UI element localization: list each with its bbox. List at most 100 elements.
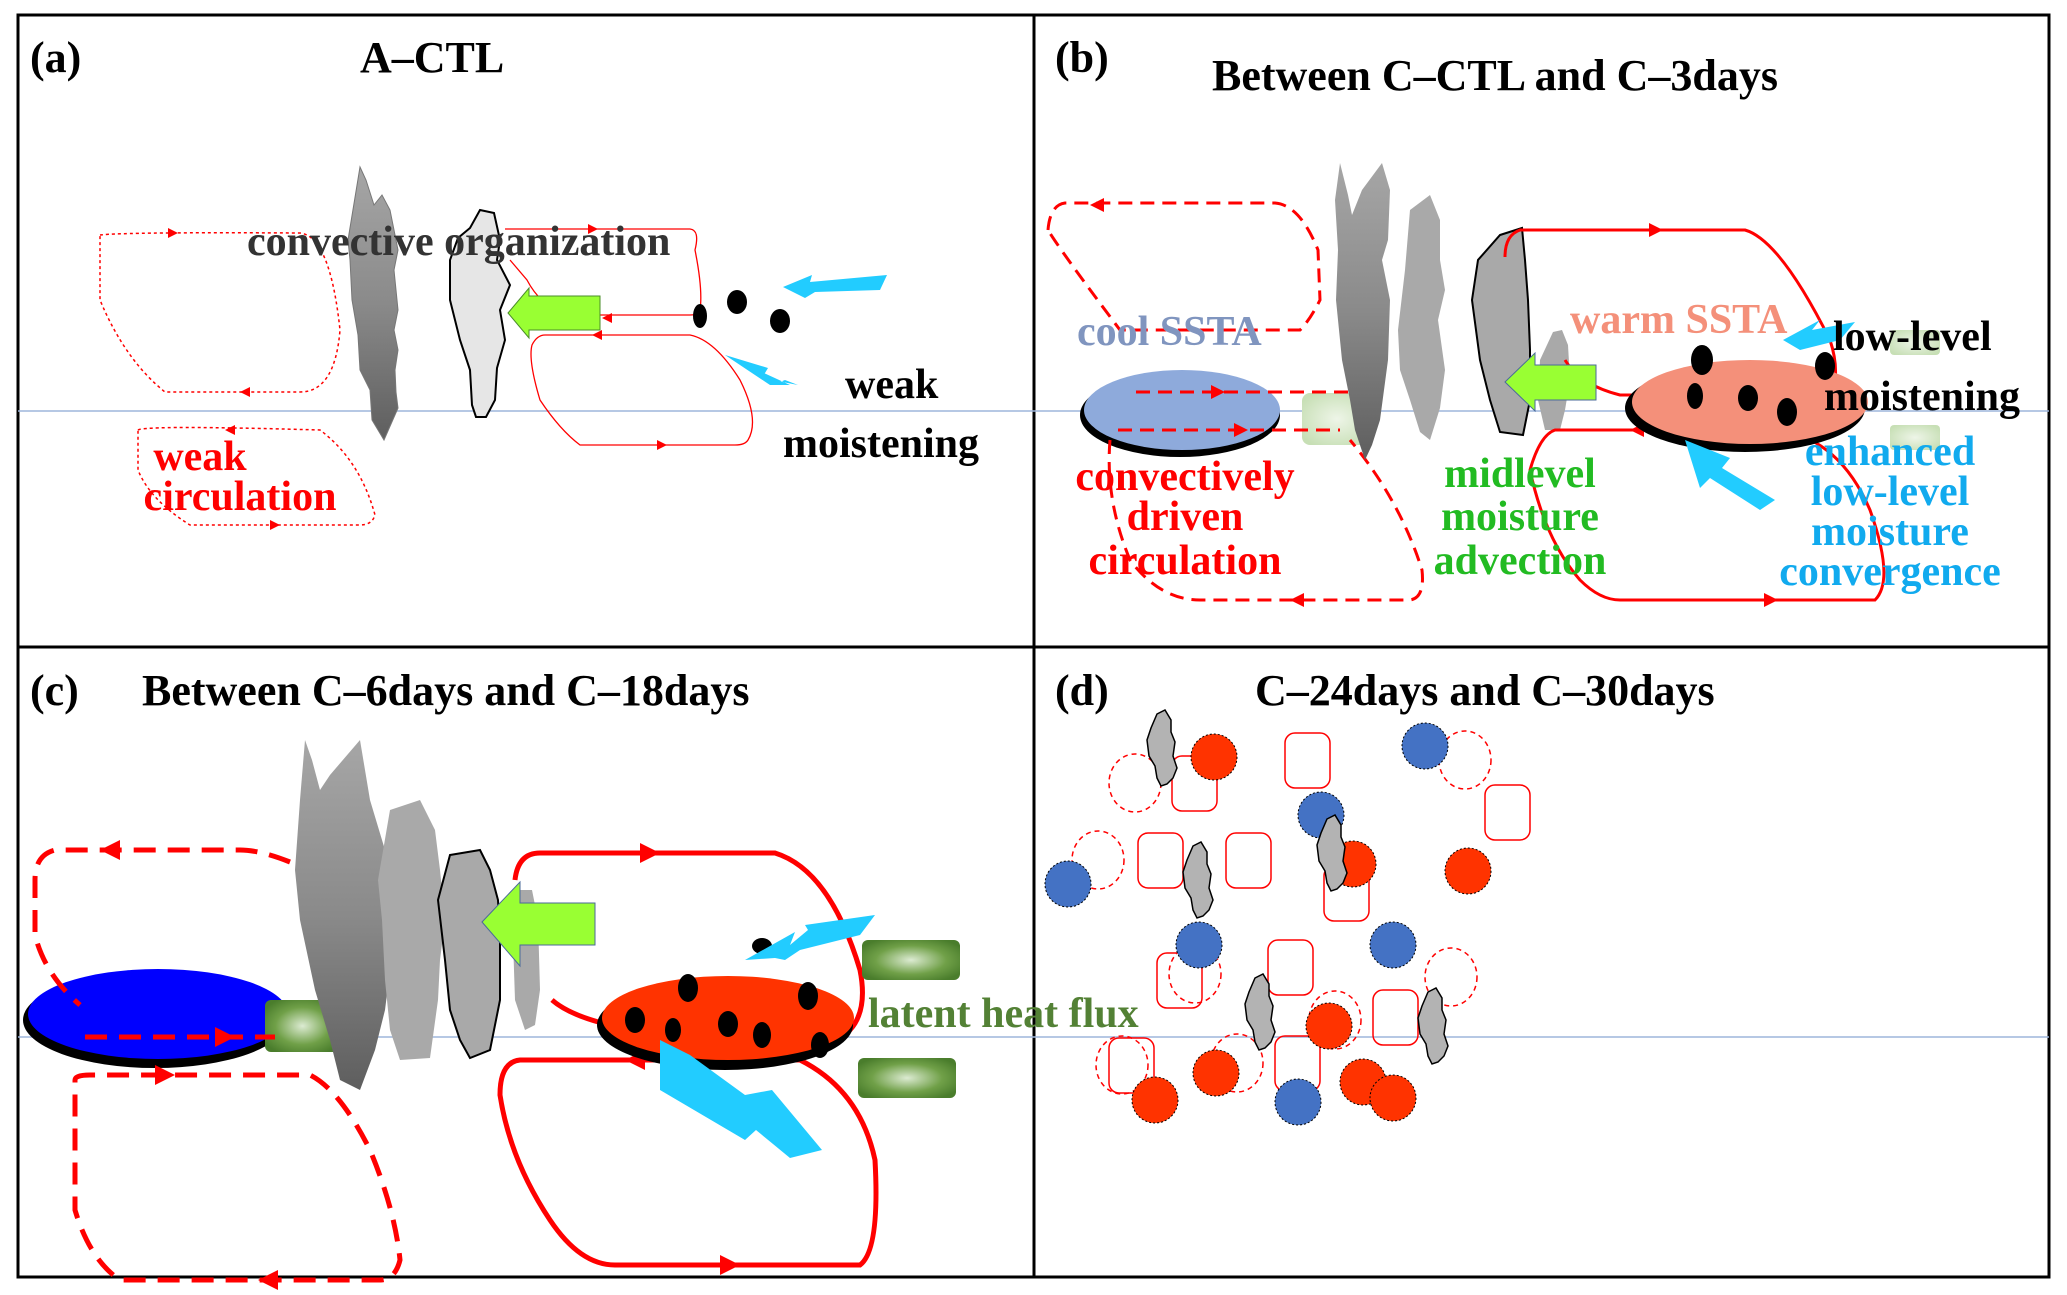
moisture-dot: [770, 309, 790, 333]
enhanced-label-2: low-level: [1811, 469, 1970, 515]
moisture-dot: [678, 974, 698, 1002]
cloud-icon-mid: [1398, 195, 1445, 440]
warm-ssta-circle: [1131, 1076, 1179, 1124]
midlevel-advection-arrow-icon: [1504, 351, 1597, 413]
circulation-cell-rect: [1108, 1037, 1155, 1094]
latent-heat-box-icon: [858, 1058, 956, 1098]
weak-circulation-label-2: circulation: [144, 474, 337, 520]
panel-c-tag: (c): [30, 666, 79, 715]
convectively-driven-label-3: circulation: [1089, 538, 1282, 584]
cloud-icon: [1244, 973, 1276, 1051]
cool-ssta-circle: [1401, 722, 1449, 770]
circulation-lower-loop: [497, 1057, 879, 1268]
circulation-cell-rect: [1267, 939, 1314, 996]
dashed-circulation-circle: [1438, 730, 1492, 790]
moisture-dot: [1691, 345, 1713, 375]
weak-circulation-lower-loop: [137, 426, 376, 526]
cool-ssta-label: cool SSTA: [1077, 309, 1262, 355]
panel-b-tag: (b): [1055, 33, 1109, 82]
circulation-cell-rect: [1137, 832, 1184, 889]
latent-heat-box-icon: [1890, 425, 1940, 450]
moisture-dot: [625, 1007, 645, 1033]
convectively-driven-label-2: driven: [1127, 494, 1244, 540]
panel-frame: [16, 13, 2051, 1279]
panel-d: (d) C–24days and C–30days: [1044, 666, 1715, 1126]
moisture-convergence-arrow-icon: [783, 275, 887, 298]
convectively-driven-lower-loop: [1107, 439, 1424, 602]
convectively-driven-upper-loop: [32, 847, 291, 1007]
warm-ssta-label: warm SSTA: [1570, 297, 1788, 343]
panel-a-title: A–CTL: [360, 33, 504, 82]
latent-heat-box-icon: [1890, 330, 1940, 355]
panel-d-title: C–24days and C–30days: [1255, 666, 1715, 715]
panel-b: (b) Between C–CTL and C–3days: [1046, 33, 2020, 607]
midlevel-label-1: midlevel: [1444, 451, 1596, 497]
dashed-circulation-circle: [1071, 830, 1125, 890]
arrowhead: [168, 228, 178, 238]
moisture-convergence-arrow-icon: [1685, 440, 1775, 510]
moisture-dot: [1777, 398, 1797, 426]
cloud-icon-tall: [347, 165, 399, 442]
moisture-convergence-arrow-icon: [725, 355, 798, 385]
low-level-moistening-label-2: moistening: [1824, 374, 2020, 420]
moisture-dot: [811, 1032, 829, 1058]
low-level-moistening-label-1: low-level: [1833, 314, 1992, 360]
moisture-dot: [693, 304, 707, 328]
cloud-icon-tall: [295, 740, 395, 1090]
dashed-circulation-circle: [1424, 947, 1478, 1007]
circulation-cell-rect: [1225, 832, 1272, 889]
panel-d-tag: (d): [1055, 666, 1109, 715]
enhanced-label-3: moisture: [1811, 509, 1969, 555]
circulation-lower-loop: [1528, 428, 1886, 602]
cloud-icon: [1146, 709, 1178, 787]
cloud-icon: [1417, 987, 1449, 1065]
convective-organization-label: convective organization: [247, 219, 670, 265]
cool-ssta-circle: [1369, 921, 1417, 969]
scattered-convection-field: [1044, 709, 1531, 1126]
cloud-icon: [1182, 841, 1214, 919]
warm-ssta-circle: [1192, 1049, 1240, 1097]
panel-a-tag: (a): [30, 33, 81, 82]
convectively-driven-upper-loop: [1046, 201, 1322, 332]
moisture-dot: [753, 1022, 771, 1048]
panel-c-title: Between C–6days and C–18days: [142, 666, 750, 715]
cool-ssta-ellipse: [1084, 370, 1280, 450]
circulation-cell-rect: [1284, 732, 1331, 789]
arrowhead: [240, 387, 250, 397]
cloud-icon-short: [436, 848, 501, 1060]
latent-heat-box-icon: [265, 1000, 340, 1052]
dashed-circulation-circle: [1308, 990, 1362, 1050]
convectively-driven-label-1: convectively: [1075, 454, 1294, 500]
panel-c: (c) Between C–6days and C–18days: [23, 666, 1139, 1290]
weak-moistening-label-1: weak: [845, 362, 939, 408]
cloud-icon-mid: [378, 800, 445, 1060]
weak-circulation-upper-loop: [99, 232, 341, 393]
circulation-lower-loop: [530, 334, 754, 446]
latent-heat-box-icon: [862, 940, 960, 980]
panel-b-title: Between C–CTL and C–3days: [1212, 51, 1778, 100]
moisture-convergence-arrow-icon: [1783, 320, 1855, 350]
moisture-dot: [665, 1018, 681, 1042]
cool-ssta-circle: [1274, 1078, 1322, 1126]
cloud-icon-short: [1470, 226, 1531, 437]
moisture-dot: [1815, 352, 1835, 380]
moisture-dot: [1738, 385, 1758, 411]
dashed-circulation-circle: [1095, 1035, 1149, 1095]
midlevel-advection-arrow-icon: [481, 880, 596, 968]
enhanced-label-4: convergence: [1779, 549, 2001, 595]
moisture-dot: [718, 1011, 738, 1037]
weak-moistening-label-2: moistening: [783, 421, 979, 467]
cloud-icon-tall: [1335, 163, 1390, 460]
latent-heat-flux-label: latent heat flux: [868, 991, 1139, 1037]
dashed-circulation-circle: [1210, 1033, 1264, 1093]
warm-ssta-circle: [1190, 733, 1238, 781]
convectively-driven-lower-loop: [72, 1072, 403, 1283]
circulation-cell-rect: [1484, 784, 1531, 841]
circulation-upper-loop: [1503, 228, 1837, 397]
warm-ssta-circle: [1444, 847, 1492, 895]
midlevel-label-3: advection: [1434, 538, 1607, 584]
weak-circulation-label-1: weak: [153, 434, 247, 480]
enhanced-label-1: enhanced: [1805, 429, 1975, 475]
midlevel-label-2: moisture: [1441, 494, 1599, 540]
